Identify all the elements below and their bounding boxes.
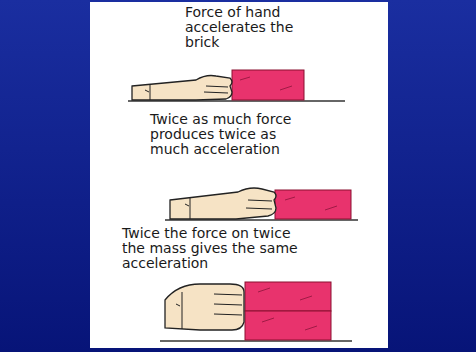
brick-stack	[245, 282, 331, 340]
hand	[165, 284, 244, 330]
panel	[90, 2, 388, 348]
finger-lines	[246, 200, 272, 209]
sleeve-cuff	[176, 292, 182, 329]
brick-body	[232, 70, 304, 100]
brick-texture	[240, 77, 292, 90]
hand-shape	[132, 76, 232, 101]
caption-text: Force of hand accelerates the brick	[185, 5, 299, 50]
caption-text: Twice the force on twice the mass gives …	[122, 226, 302, 271]
sleeve-cuff	[145, 84, 150, 100]
finger-lines	[214, 294, 242, 315]
brick-texture	[258, 288, 317, 330]
hand	[132, 76, 232, 101]
brick-body	[245, 311, 331, 340]
hand-shape	[165, 284, 244, 330]
hand-shape	[170, 188, 276, 219]
brick-body	[245, 282, 331, 311]
finger-lines	[204, 86, 228, 93]
hand	[170, 188, 276, 219]
brick	[275, 190, 351, 219]
brick-texture	[285, 197, 337, 210]
sleeve-cuff	[185, 198, 190, 219]
brick	[232, 70, 304, 100]
caption-text: Twice as much force produces twice as mu…	[150, 112, 312, 157]
brick-body	[275, 190, 351, 219]
